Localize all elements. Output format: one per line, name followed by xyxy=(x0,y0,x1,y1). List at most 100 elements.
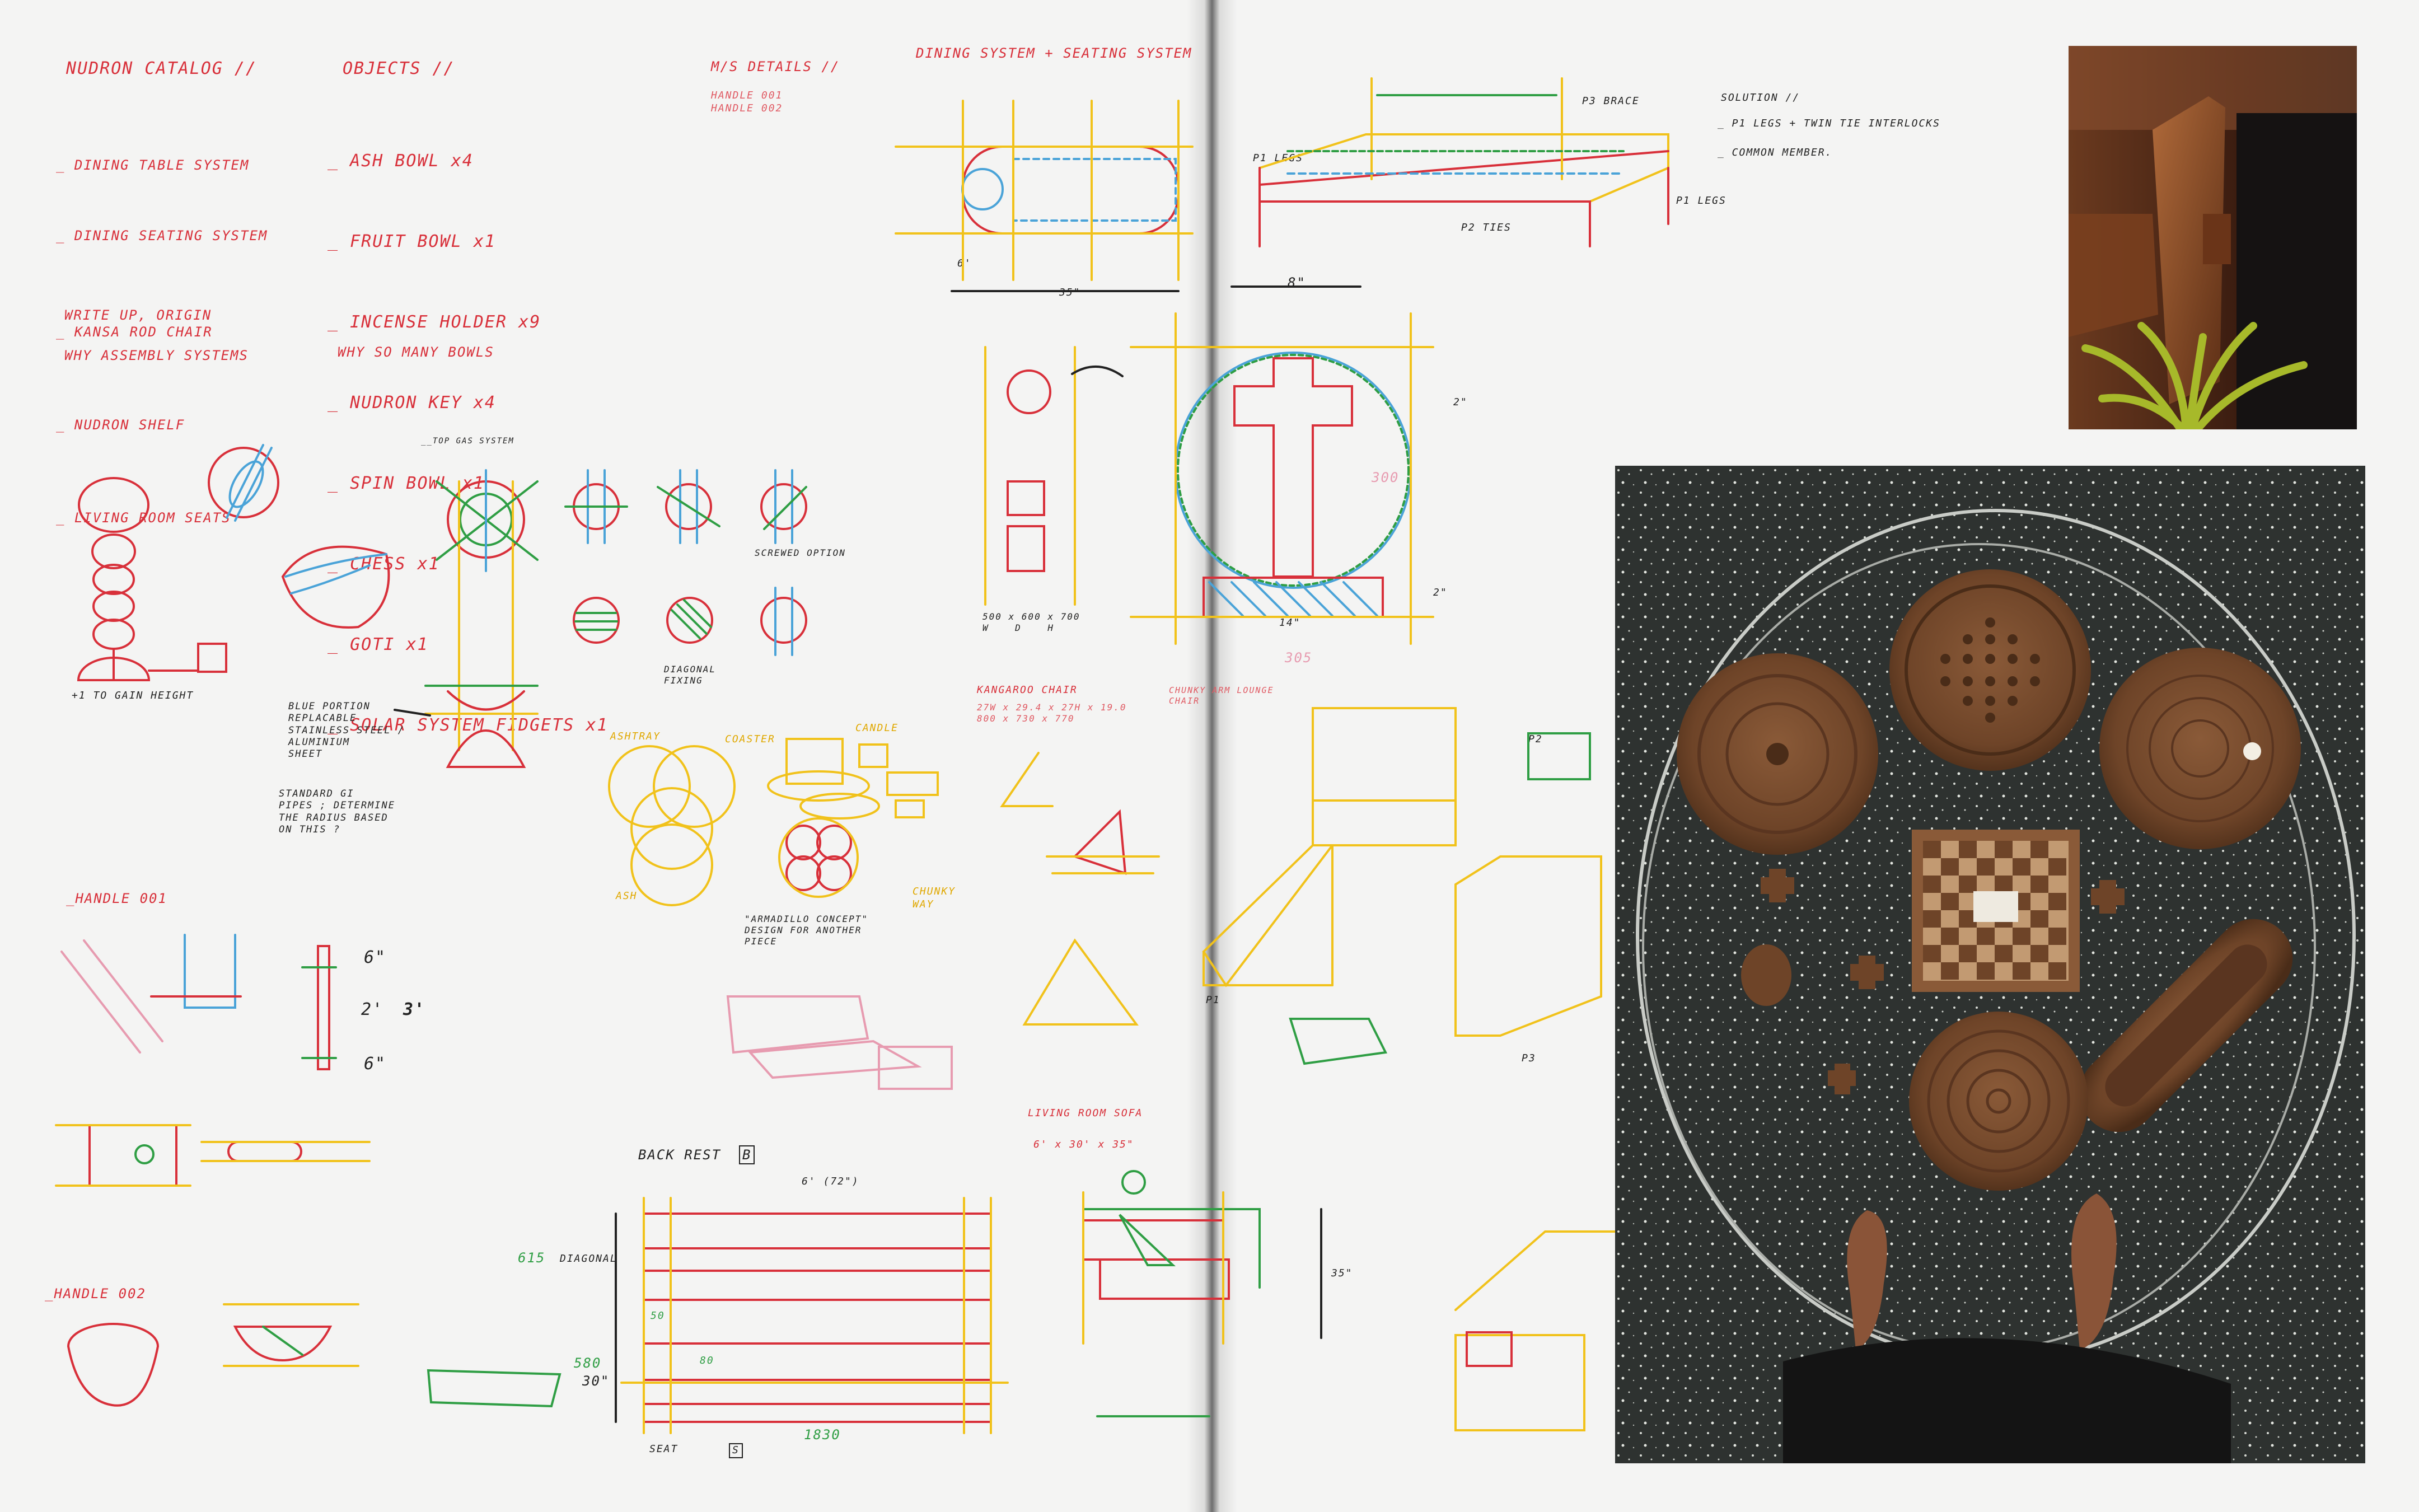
solution-item-2: _ COMMON MEMBER. xyxy=(1718,147,1833,158)
handle-dim-bottom: 6" xyxy=(364,1054,387,1074)
catalog-item: _ DINING SEATING SYSTEM xyxy=(56,228,268,244)
dim-30: 30" xyxy=(582,1373,610,1389)
catalog-list: _ DINING TABLE SYSTEM _ DINING SEATING S… xyxy=(56,101,268,582)
armadillo-sketch xyxy=(778,817,859,898)
catalog-item: _ DINING TABLE SYSTEM xyxy=(56,157,250,173)
dim-300: 300 xyxy=(1372,470,1400,485)
writeup-note: WRITE UP, ORIGIN xyxy=(64,307,212,323)
left-page xyxy=(0,0,1209,1512)
bench-sketch xyxy=(427,1197,1009,1434)
living-dims: 6' x 30' x 35" xyxy=(1033,1139,1134,1150)
dining-table-sketch xyxy=(895,100,1194,292)
catalog-item: _ NUDRON SHELF xyxy=(56,417,185,433)
dim-580: 580 xyxy=(574,1355,602,1371)
pipe-options-sketch xyxy=(564,469,807,656)
kangaroo-dims: 27W x 29.4 x 27H x 19.0 800 x 730 x 770 xyxy=(977,702,1127,724)
corner-joint-sketch xyxy=(1454,1230,1625,1431)
bowl-sketch xyxy=(281,545,390,629)
solution-item-1: _ P1 LEGS + TWIN TIE INTERLOCKS xyxy=(1718,118,1940,129)
object-item: _ FRUIT BOWL x1 xyxy=(327,232,496,251)
catalog-item: _ KANSA ROD CHAIR xyxy=(56,324,213,340)
top-gas-note: __TOP GAS SYSTEM xyxy=(421,437,514,446)
seat-label: SEAT xyxy=(649,1443,679,1455)
lamp-sketch xyxy=(77,477,227,681)
p2-p3-sketch xyxy=(1289,732,1602,1065)
living-title: LIVING ROOM SOFA xyxy=(1028,1107,1143,1119)
object-item: _ NUDRON KEY x4 xyxy=(327,393,496,413)
lounge-title: CHUNKY ARM LOUNGE CHAIR xyxy=(1169,685,1274,706)
blue-portion-note: BLUE PORTION REPLACABLE STAINLESS STEEL … xyxy=(288,701,405,760)
dim-615: 615 xyxy=(518,1250,546,1266)
object-item: _ INCENSE HOLDER x9 xyxy=(327,312,541,332)
bowls-concept-sketch xyxy=(608,738,939,906)
handle-dim-total: 3' xyxy=(403,1000,426,1019)
dim-305: 305 xyxy=(1285,650,1313,666)
dim-cross: 8" xyxy=(1288,275,1306,291)
kangaroo-title: KANGAROO CHAIR xyxy=(977,684,1078,696)
handle-001-label: _HANDLE 001 xyxy=(66,891,167,906)
dim-35: 35" xyxy=(1059,287,1081,298)
diagonal-label: DIAGONAL xyxy=(560,1253,617,1265)
standard-note: STANDARD GI PIPES ; DETERMINE THE RADIUS… xyxy=(279,788,395,835)
solution-header: SOLUTION // xyxy=(1721,92,1800,104)
p2-label: P2 xyxy=(1528,733,1543,745)
pedestal-sketch xyxy=(1130,285,1434,645)
why-bowls-note: WHY SO MANY BOWLS xyxy=(338,344,494,360)
objects-header: OBJECTS // xyxy=(343,59,455,78)
p3-label: P3 xyxy=(1522,1052,1536,1064)
coaster-note: COASTER xyxy=(725,733,775,745)
dim-14: 14" xyxy=(1279,617,1301,629)
leg-detail-sketch xyxy=(984,346,1124,606)
brace-label: P3 BRACE xyxy=(1582,95,1640,107)
ashtray-note: ASHTRAY xyxy=(610,731,661,742)
photo-chair xyxy=(2069,46,2357,429)
p1-label: P1 xyxy=(1206,994,1220,1006)
object-item: _ SPIN BOWL x1 xyxy=(327,474,485,493)
top-gas-sketch xyxy=(394,469,539,768)
block-sketch-pink xyxy=(726,995,953,1090)
diagonal-fixing-note: DIAGONAL FIXING xyxy=(664,664,717,686)
misc-header: M/S DETAILS // xyxy=(711,59,840,74)
back-rest-label: BACK REST xyxy=(638,1147,722,1163)
handle-001-sketch xyxy=(60,934,337,1070)
dim-1830: 1830 xyxy=(804,1427,841,1443)
handle-block-sketch xyxy=(55,1124,371,1187)
handle-002-label: _HANDLE 002 xyxy=(45,1286,146,1302)
living-height: 35" xyxy=(1331,1267,1353,1279)
leg-assembly-sketch xyxy=(1258,77,1669,247)
dim-2in-b: 2" xyxy=(1453,396,1468,408)
legs-label-right: P1 LEGS xyxy=(1676,195,1726,207)
objects-list: _ ASH BOWL x4 _ FRUIT BOWL x1 _ INCENSE … xyxy=(327,94,609,793)
why-assembly-note: WHY ASSEMBLY SYSTEMS xyxy=(64,348,249,363)
kangaroo-chair-sketch xyxy=(1000,752,1160,1026)
screwed-option-note: SCREWED OPTION xyxy=(755,547,846,558)
object-item: _ GOTI x1 xyxy=(327,635,429,654)
object-item: _ ASH BOWL x4 xyxy=(327,151,474,171)
ties-label: P2 TIES xyxy=(1461,222,1512,233)
chair-dims: 500 x 600 x 700 W D H xyxy=(982,611,1080,633)
candle-note: CANDLE xyxy=(855,722,899,734)
handle-002-sketch xyxy=(67,1303,359,1407)
object-item: _ CHESS x1 xyxy=(327,554,440,574)
back-rest-tag: B xyxy=(739,1145,755,1164)
photo-collection xyxy=(1615,466,2365,1463)
dim-50: 50 xyxy=(651,1310,665,1322)
dining-title: DINING SYSTEM + SEATING SYSTEM xyxy=(916,45,1192,61)
ash-note: ASH xyxy=(616,890,638,902)
armadillo-note: "ARMADILLO CONCEPT" DESIGN FOR ANOTHER P… xyxy=(745,914,869,947)
dim-80: 80 xyxy=(700,1355,714,1366)
bench-top-dim: 6' (72") xyxy=(802,1176,859,1187)
seat-tag: S xyxy=(729,1443,743,1458)
pin-ball-sketch xyxy=(208,444,279,522)
chunky-way-note: CHUNKY WAY xyxy=(913,886,956,910)
dim-2in: 2" xyxy=(1433,587,1448,598)
sofa-sketch xyxy=(1082,1170,1322,1417)
misc-handles: HANDLE 001 HANDLE 002 xyxy=(711,90,783,114)
lounge-chair-sketch xyxy=(1202,707,1457,987)
catalog-header: NUDRON CATALOG // xyxy=(66,59,258,78)
handle-dim-mid: 2' xyxy=(361,1000,384,1019)
handle-dim-top: 6" xyxy=(364,948,387,967)
object-item: _ SOLAR SYSTEM FIDGETS x1 xyxy=(327,715,609,735)
